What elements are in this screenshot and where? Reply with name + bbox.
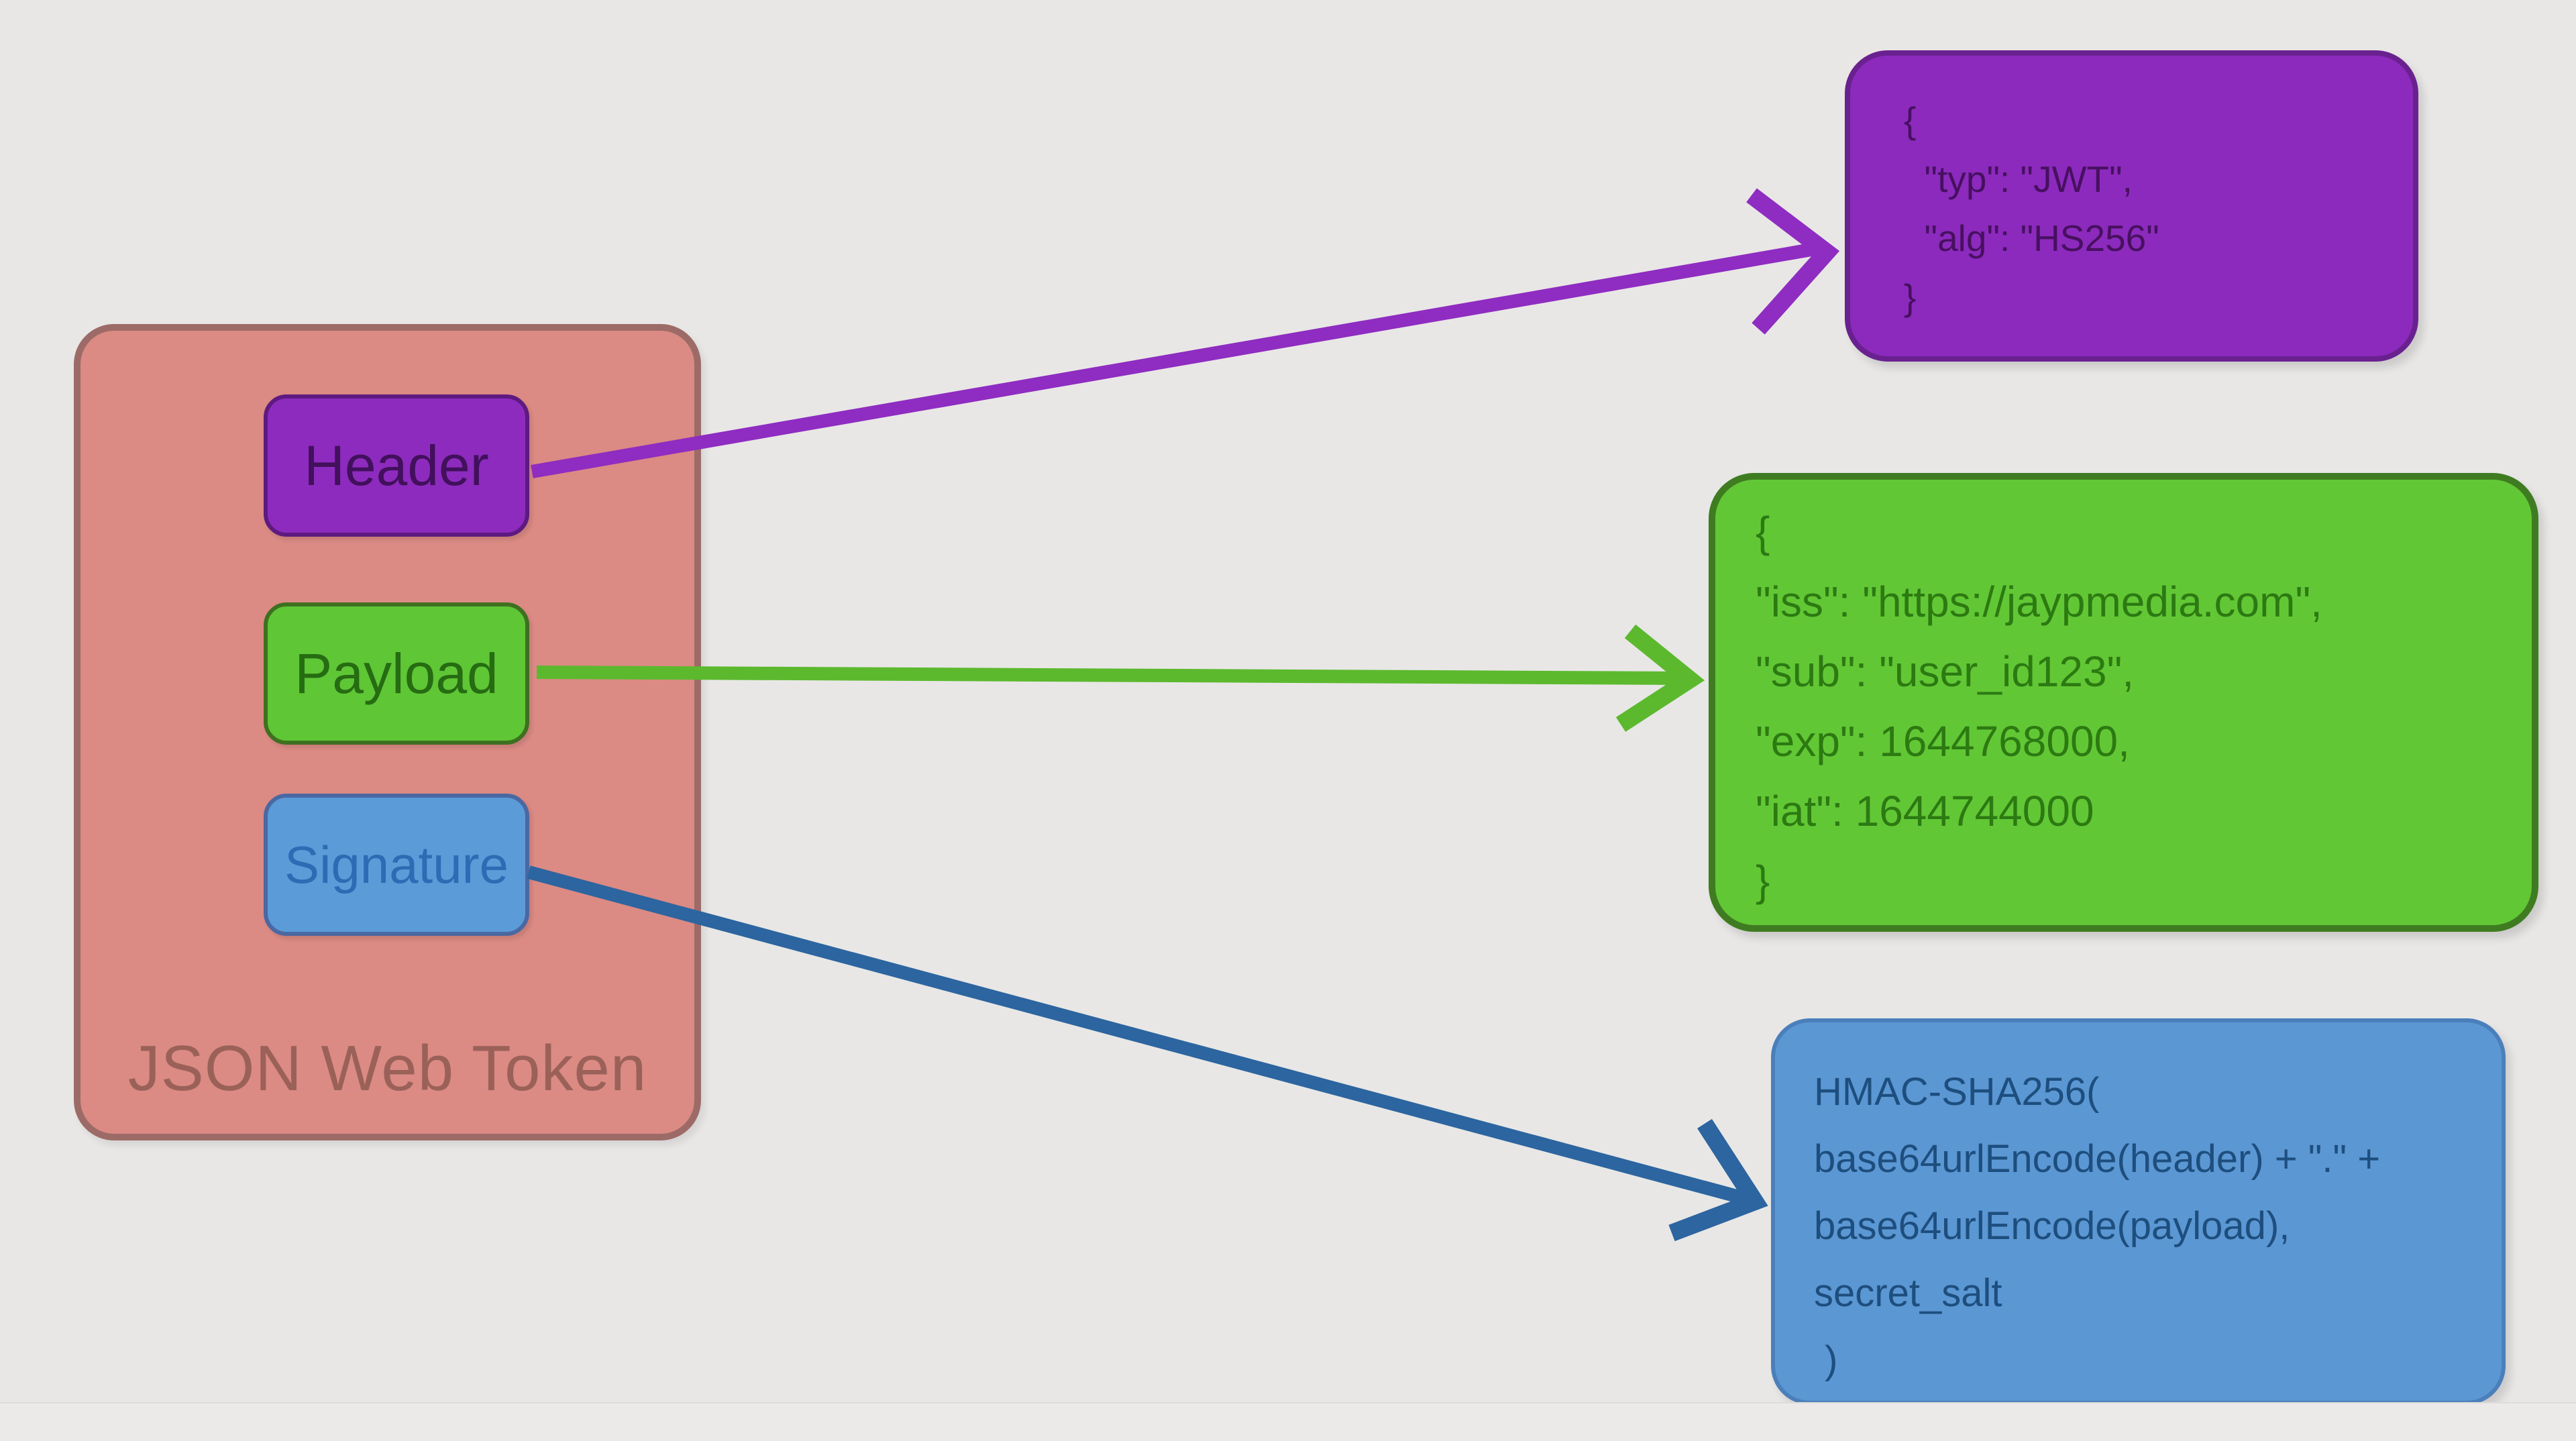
bottom-strip (0, 1402, 2576, 1441)
payload-detail-box: { "iss": "https://jaypmedia.com", "sub":… (1709, 473, 2538, 932)
payload-json-code: { "iss": "https://jaypmedia.com", "sub":… (1756, 508, 2322, 905)
header-detail-box: { "typ": "JWT", "alg": "HS256" } (1845, 50, 2418, 362)
header-arrow (531, 188, 1840, 478)
signature-formula-code: HMAC-SHA256( base64urlEncode(header) + "… (1814, 1070, 2381, 1382)
signature-label: Signature (284, 835, 508, 894)
jwt-part-signature: Signature (264, 794, 529, 936)
jwt-part-header: Header (264, 394, 529, 537)
signature-arrow (527, 865, 1768, 1242)
header-json-code: { "typ": "JWT", "alg": "HS256" } (1904, 99, 2159, 318)
payload-arrow (536, 624, 1705, 732)
payload-label: Payload (294, 641, 498, 705)
jwt-token-container: Header Payload Signature JSON Web Token (74, 324, 701, 1140)
signature-detail-box: HMAC-SHA256( base64urlEncode(header) + "… (1771, 1018, 2506, 1405)
jwt-part-payload: Payload (264, 602, 529, 745)
jwt-container-title: JSON Web Token (127, 1032, 647, 1104)
header-label: Header (304, 433, 489, 497)
